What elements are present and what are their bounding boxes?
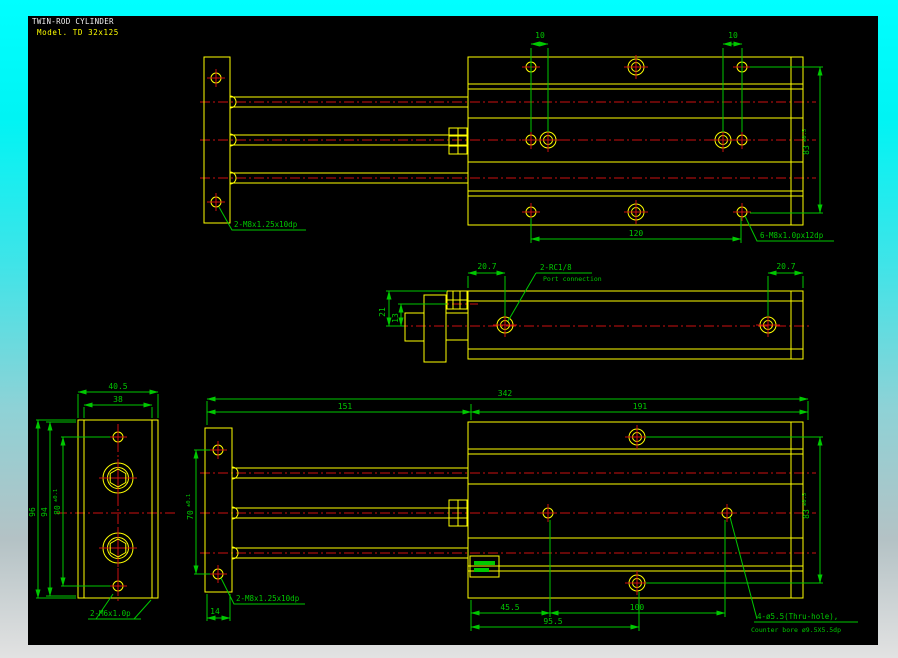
dim-21: 21 [378, 307, 387, 317]
svg-text:±0.1: ±0.1 [186, 494, 192, 507]
dim-40-5: 40.5 [108, 382, 127, 391]
note-body-thread: 6-M8x1.0px12dp [760, 231, 824, 240]
dim-20-7-right: 20.7 [776, 262, 795, 271]
drawing-field [28, 16, 878, 645]
dim-100: 100 [630, 603, 645, 612]
dim-20-7-left: 20.7 [477, 262, 496, 271]
dim-38: 38 [113, 395, 123, 404]
dim-95-5: 95.5 [543, 617, 562, 626]
dim-342: 342 [498, 389, 513, 398]
dim-96: 96 [28, 507, 37, 517]
note-port-line2: Port connection [543, 275, 602, 283]
svg-text:83: 83 [802, 509, 811, 519]
front-end-plate [204, 427, 233, 593]
note-holes-line1: 4-ø5.5(Thru-hole), [757, 612, 838, 621]
svg-text:21: 21 [378, 307, 387, 317]
dim-45-5: 45.5 [500, 603, 519, 612]
dim-191: 191 [633, 402, 648, 411]
side-cylinder-body [467, 290, 804, 360]
rod-hex-socket-bottom [109, 538, 127, 558]
nameplate [469, 555, 500, 578]
end-view: 40.5 38 96 94 80 ±0.1 2-M6x1.0p [28, 382, 178, 620]
end-plate-outline [77, 419, 159, 599]
note-m6-thread: 2-M6x1.0p [90, 609, 131, 618]
front-view: 342 151 191 70 ±0.1 83 ±0.5 45.5 100 95.… [186, 389, 858, 634]
dim-70: 70 ±0.1 [186, 494, 195, 520]
rod-hex-socket-top [109, 468, 127, 488]
note-plate-thread-top: 2-M8x1.25x10dp [234, 220, 298, 229]
top-view: 10 10 120 83 ±0.5 2-M8x1.25x10dp 6-M8x1.… [200, 31, 834, 243]
model-label: Model. TD 32x125 [37, 28, 119, 37]
svg-text:83: 83 [802, 145, 811, 155]
side-view: 20.7 20.7 2-RC1/8 Port connection 21 13 [378, 262, 812, 363]
dim-94: 94 [40, 507, 49, 517]
svg-text:80: 80 [53, 505, 62, 515]
svg-text:96: 96 [28, 507, 37, 517]
dim-83-front: 83 ±0.5 [802, 493, 811, 519]
dim-10-right: 10 [728, 31, 738, 40]
side-rod-end [404, 312, 425, 342]
svg-text:94: 94 [40, 507, 49, 517]
top-end-plate [203, 56, 231, 224]
dim-151: 151 [338, 402, 353, 411]
dim-80: 80 ±0.1 [53, 489, 62, 515]
svg-text:±0.5: ±0.5 [802, 129, 808, 142]
front-cylinder-body [467, 421, 804, 599]
dim-10-left: 10 [535, 31, 545, 40]
dim-120: 120 [629, 229, 644, 238]
dim-83-top: 83 ±0.5 [802, 129, 811, 155]
note-plate-thread-front: 2-M8x1.25x10dp [236, 594, 300, 603]
dim-13: 13 [391, 313, 400, 323]
svg-text:70: 70 [186, 510, 195, 520]
dim-14: 14 [210, 607, 220, 616]
svg-text:13: 13 [391, 313, 400, 323]
note-port-line1: 2-RC1/8 [540, 263, 572, 272]
svg-text:±0.1: ±0.1 [53, 489, 59, 502]
note-holes-line2: Counter bore ø9.5X5.5dp [751, 626, 841, 634]
title-block: TWIN-ROD CYLINDER Model. TD 32x125 [32, 17, 119, 37]
drawing-title: TWIN-ROD CYLINDER [32, 17, 114, 26]
svg-text:±0.5: ±0.5 [802, 493, 808, 506]
